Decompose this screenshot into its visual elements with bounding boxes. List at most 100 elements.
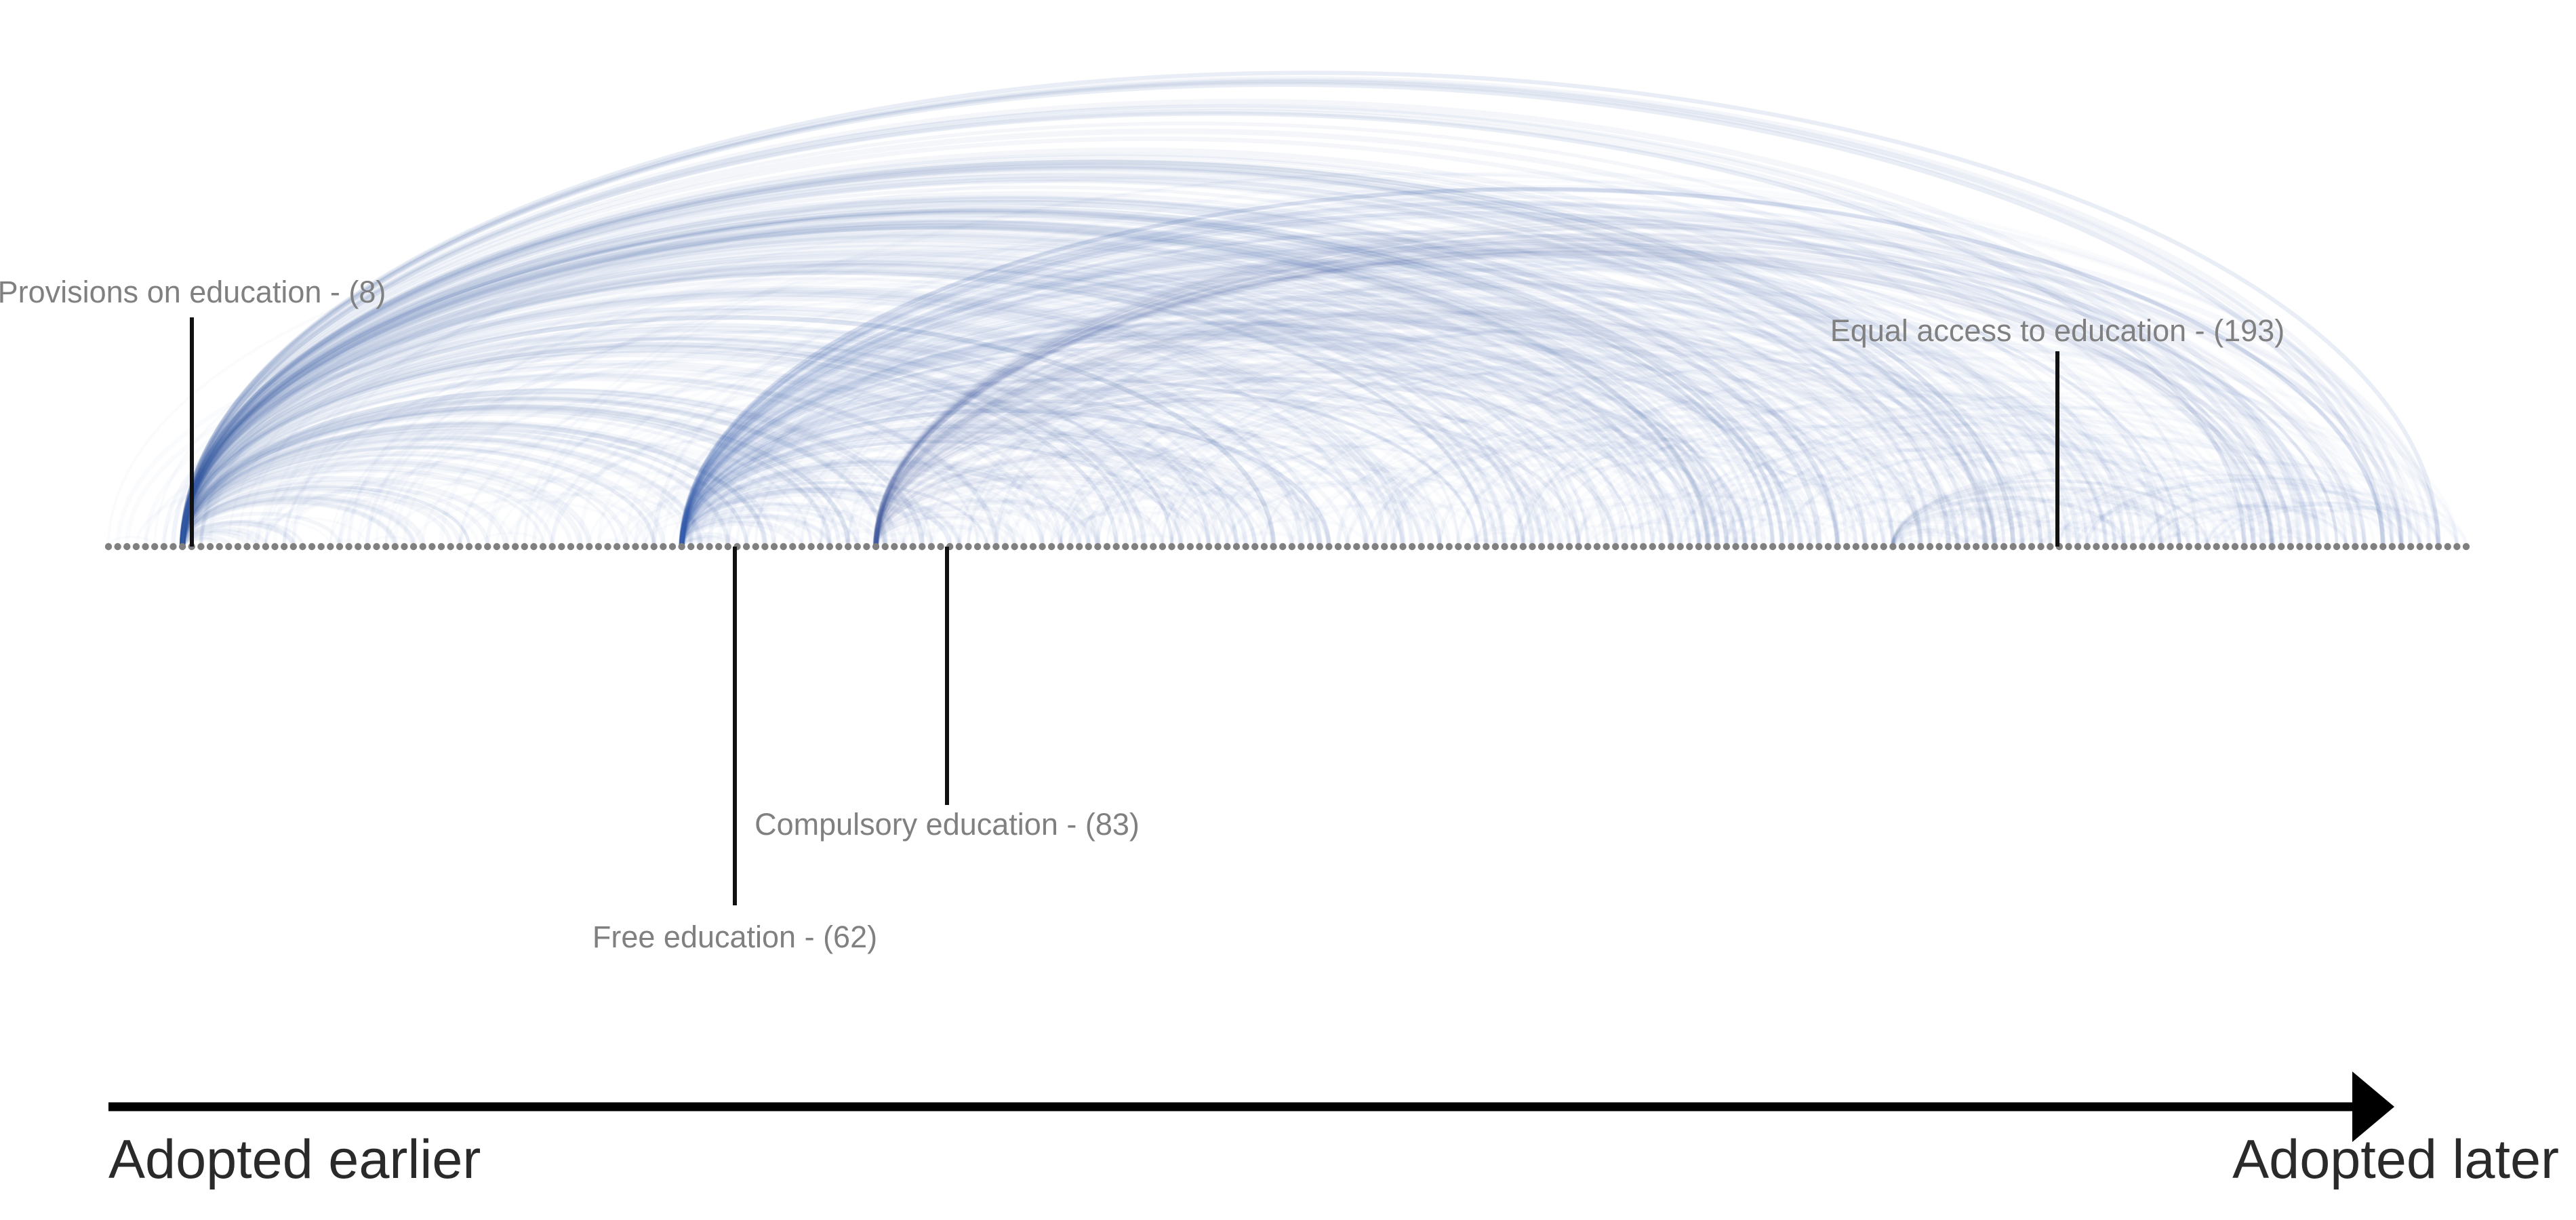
node-dot bbox=[2379, 543, 2387, 551]
node-dot bbox=[576, 543, 584, 551]
node-dot bbox=[1103, 543, 1111, 551]
arc bbox=[679, 201, 2312, 547]
node-dot bbox=[613, 543, 621, 551]
arc bbox=[180, 342, 1146, 547]
arc bbox=[180, 336, 1174, 547]
arc bbox=[874, 370, 1710, 547]
node-dot bbox=[622, 543, 630, 551]
arc bbox=[179, 260, 1535, 547]
arc bbox=[180, 250, 1582, 547]
arc bbox=[180, 205, 1794, 547]
node-dot bbox=[2305, 543, 2313, 551]
arc bbox=[180, 422, 768, 547]
arc bbox=[679, 334, 1683, 547]
arc bbox=[874, 232, 2367, 547]
arc bbox=[873, 309, 1998, 547]
node-dot bbox=[539, 543, 547, 551]
arc bbox=[872, 313, 1979, 547]
arc bbox=[680, 515, 822, 547]
arc bbox=[680, 211, 2274, 547]
arc bbox=[679, 439, 1183, 547]
arc bbox=[874, 475, 1211, 547]
arc bbox=[679, 487, 953, 547]
arc bbox=[679, 437, 1194, 547]
node-dot bbox=[299, 543, 306, 551]
arc bbox=[180, 220, 1729, 547]
node-dot bbox=[317, 543, 325, 551]
arc bbox=[179, 196, 1840, 547]
arc bbox=[180, 219, 1729, 547]
arc bbox=[180, 480, 490, 547]
node-dot bbox=[456, 543, 464, 551]
node-dot bbox=[1029, 543, 1037, 551]
arc bbox=[679, 330, 1701, 547]
node-dot bbox=[1547, 543, 1554, 551]
arc bbox=[180, 396, 888, 547]
node-dot bbox=[1945, 543, 1952, 551]
arc bbox=[179, 458, 592, 547]
arc bbox=[679, 262, 2026, 547]
arc bbox=[679, 262, 2025, 547]
node-dot bbox=[1834, 543, 1841, 551]
node-dot bbox=[1353, 543, 1361, 551]
arc bbox=[180, 488, 453, 547]
arc bbox=[180, 262, 1526, 547]
arc bbox=[180, 109, 2257, 547]
arc bbox=[180, 208, 1784, 547]
node-dot bbox=[1778, 543, 1786, 551]
arc bbox=[180, 290, 1396, 547]
arc bbox=[180, 208, 1784, 547]
arc bbox=[679, 386, 1434, 547]
node-dot bbox=[1741, 543, 1749, 551]
node-dot bbox=[1334, 543, 1342, 551]
arc bbox=[873, 513, 1026, 547]
arc bbox=[679, 503, 879, 547]
node-dot bbox=[1020, 543, 1028, 551]
arc bbox=[180, 528, 259, 547]
arc bbox=[179, 266, 1508, 547]
arc bbox=[874, 430, 1424, 547]
arc bbox=[181, 454, 619, 547]
arc bbox=[679, 405, 1350, 547]
node-dot bbox=[1001, 543, 1009, 551]
node-dot bbox=[1815, 543, 1823, 551]
node-dot bbox=[530, 543, 538, 551]
node-dot bbox=[2157, 543, 2165, 551]
node-dot bbox=[1676, 543, 1684, 551]
arc bbox=[679, 424, 1257, 547]
arc bbox=[680, 514, 831, 547]
arc bbox=[679, 200, 2321, 547]
node-dot bbox=[2287, 543, 2295, 551]
arc bbox=[874, 226, 2394, 547]
node-dot bbox=[1445, 543, 1453, 551]
arc bbox=[179, 292, 1388, 547]
arc bbox=[181, 337, 1173, 547]
node-dot bbox=[493, 543, 501, 551]
node-dot bbox=[2019, 543, 2026, 551]
arc bbox=[874, 397, 1581, 547]
arc bbox=[679, 474, 1018, 547]
arc bbox=[180, 435, 702, 547]
arc bbox=[180, 534, 231, 547]
arc bbox=[679, 295, 1868, 547]
node-dot bbox=[909, 543, 917, 551]
node-dot bbox=[826, 543, 834, 551]
node-dot bbox=[1788, 543, 1795, 551]
node-dot bbox=[2268, 543, 2276, 551]
arc bbox=[872, 215, 2442, 547]
arc bbox=[679, 488, 952, 547]
node-dot bbox=[1306, 543, 1314, 551]
arc bbox=[873, 505, 1064, 547]
node-dot bbox=[502, 543, 510, 551]
arc bbox=[873, 456, 1295, 547]
node-dot bbox=[1519, 543, 1527, 551]
node-dot bbox=[2213, 543, 2220, 551]
node-dot bbox=[983, 543, 990, 551]
arc bbox=[180, 111, 2247, 547]
arc bbox=[679, 246, 2099, 547]
arc bbox=[680, 519, 804, 547]
arc bbox=[679, 460, 1083, 547]
arc bbox=[181, 79, 2403, 547]
arc bbox=[180, 212, 1767, 547]
arc bbox=[679, 186, 2386, 547]
